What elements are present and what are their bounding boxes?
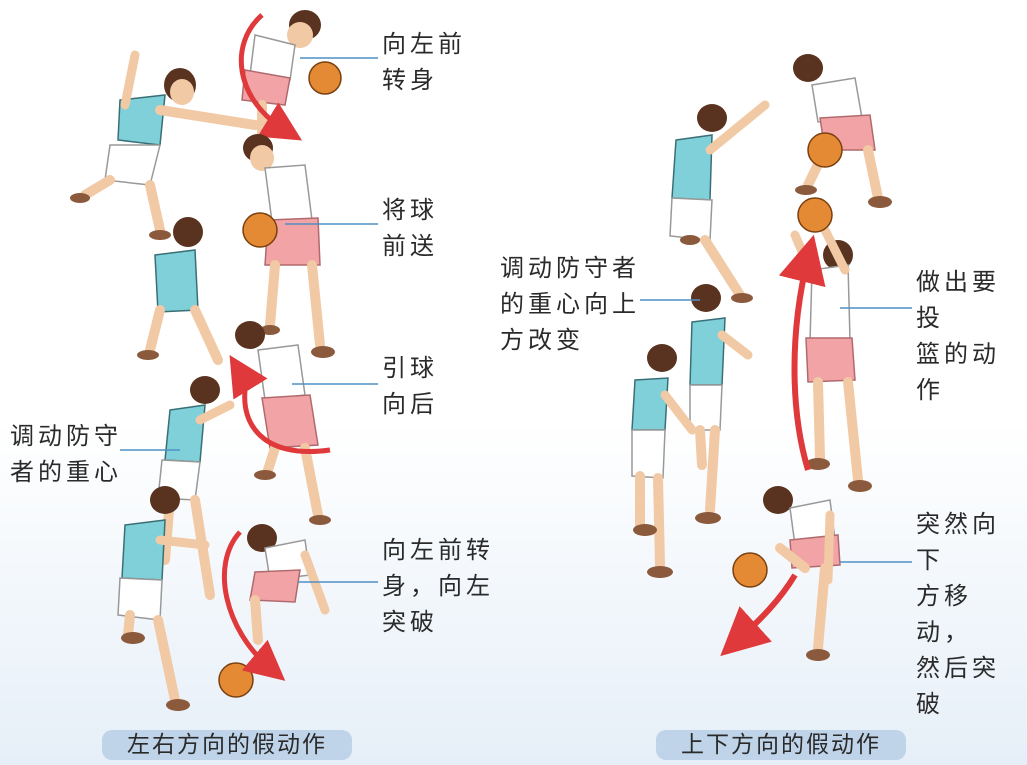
ball-icon [807,132,843,168]
defender-figure [157,376,235,600]
label-shot-motion: 做出要投 篮的动作 [916,268,1000,404]
defender-figure [669,100,770,303]
label-shift-defender-up: 调动防守者 的重心向上 方改变 [500,254,640,354]
defender-figure [137,217,223,365]
down-arrow-icon [720,573,798,657]
ball-icon [732,552,768,588]
leader-lines [120,57,378,583]
ball-icon [797,197,833,233]
ball-icon [308,61,342,95]
leader-lines [640,299,912,563]
break-arrow-icon [221,530,286,681]
attacker-figure [763,486,841,661]
ball-icon [218,662,254,698]
attacker-figure [793,54,892,208]
label-shift-defender: 调动防守 者的重心 [10,422,122,486]
turn-arrow-icon [238,13,303,141]
caption-left-right-fakes: 左右方向的假动作 [102,730,352,760]
attacker-figure [247,524,330,645]
caption-up-down-fakes: 上下方向的假动作 [656,730,906,760]
attacker-figure [243,134,335,358]
label-turn-and-break: 向左前转 身，向左 突破 [382,536,494,636]
defender-figure [631,344,697,578]
ball-icon [242,212,278,248]
label-pull-ball-back: 引球 向后 [382,354,438,418]
defender-figure [689,284,753,524]
defender-figure [70,50,260,240]
label-sudden-drop: 突然向下 方移动， 然后突破 [916,510,1000,718]
defender-figure [117,486,210,711]
up-arrow-icon [778,234,826,471]
label-turn-left-forward: 向左前 转身 [382,30,466,94]
label-push-ball-forward: 将球 前送 [382,196,438,260]
